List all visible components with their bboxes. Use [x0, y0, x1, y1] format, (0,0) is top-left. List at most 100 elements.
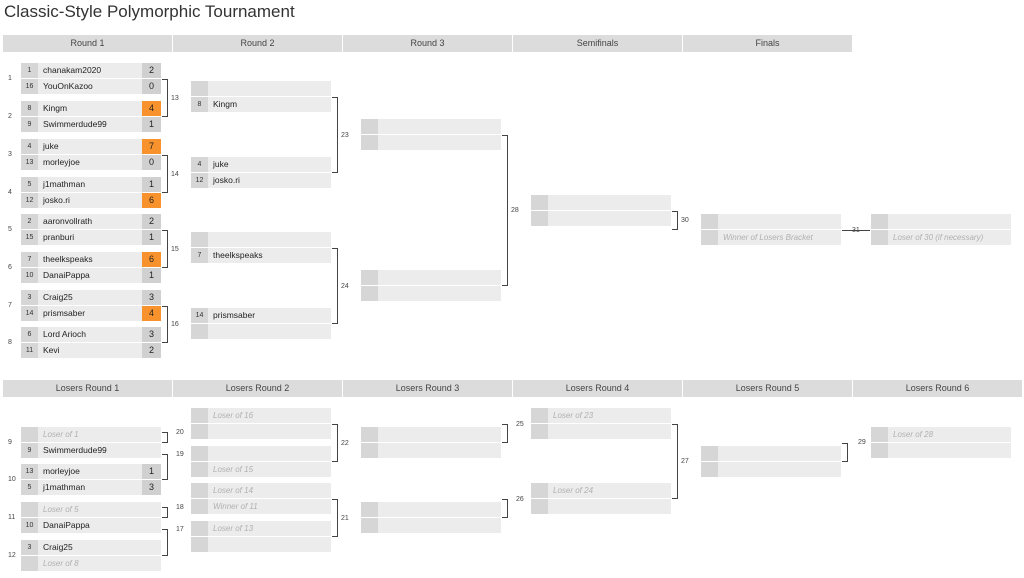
score-badge: 2: [142, 63, 161, 78]
w-semi-match-28-top[interactable]: [531, 195, 671, 210]
seed-badge: [191, 446, 208, 461]
seed-badge: 4: [191, 157, 208, 172]
l5-match-27-top[interactable]: [701, 446, 841, 461]
l1-match-11-top[interactable]: Loser of 5: [21, 502, 161, 517]
bracket-connector: [332, 247, 338, 324]
w3-match-23-bottom[interactable]: [361, 135, 501, 150]
match-number: 21: [341, 514, 349, 522]
l1-match-9-top[interactable]: Loser of 1: [21, 427, 161, 442]
seed-badge: 11: [21, 343, 38, 358]
w3-match-24-bottom[interactable]: [361, 286, 501, 301]
l2-match-20-top[interactable]: Loser of 16: [191, 408, 331, 423]
w-semi-match-28-bottom[interactable]: [531, 211, 671, 226]
l3-match-21-bottom[interactable]: [361, 518, 501, 533]
participant-name: theelkspeaks: [208, 248, 331, 263]
score-badge: 4: [142, 306, 161, 321]
l3-match-22-bottom[interactable]: [361, 443, 501, 458]
w3-match-24-top[interactable]: [361, 270, 501, 285]
l6-match-29-top[interactable]: Loser of 28: [871, 427, 1011, 442]
bracket-connector: [842, 229, 870, 231]
score-badge: 1: [142, 268, 161, 283]
participant-name: [888, 214, 1011, 229]
bracket-connector: [162, 431, 168, 443]
match-number: 28: [511, 207, 519, 214]
page-title: Classic-Style Polymorphic Tournament: [4, 2, 295, 21]
w-final-match-30-top[interactable]: [701, 214, 841, 229]
l3-match-21-top[interactable]: [361, 502, 501, 517]
l2-match-19-top[interactable]: [191, 446, 331, 461]
l4-match-26-bottom[interactable]: [531, 499, 671, 514]
seed-badge: 14: [21, 306, 38, 321]
seed-badge: [701, 214, 718, 229]
participant-name: theelkspeaks: [38, 252, 142, 267]
l1-match-12-bottom[interactable]: Loser of 8: [21, 556, 161, 571]
bracket-connector: [866, 229, 870, 231]
participant-name: Kingm: [208, 97, 331, 112]
score-badge: 7: [142, 139, 161, 154]
losers-round-header-6: Losers Round 6: [853, 380, 1023, 397]
seed-badge: 15: [21, 230, 38, 245]
l2-match-18-top[interactable]: Loser of 14: [191, 483, 331, 498]
l4-match-25-top[interactable]: Loser of 23: [531, 408, 671, 423]
seed-badge: 13: [21, 155, 38, 170]
w2-match-16-bottom[interactable]: [191, 324, 331, 339]
seed-badge: 9: [21, 117, 38, 132]
l4-match-26-top[interactable]: Loser of 24: [531, 483, 671, 498]
score-badge: 6: [142, 252, 161, 267]
participant-name: [208, 537, 331, 552]
participant-name: juke: [38, 139, 142, 154]
l4-match-25-bottom[interactable]: [531, 424, 671, 439]
seed-badge: [191, 537, 208, 552]
match-number: 23: [341, 131, 349, 139]
l5-match-27-bottom[interactable]: [701, 462, 841, 477]
w2-match-13-top[interactable]: [191, 81, 331, 96]
l6-match-29-bottom[interactable]: [871, 443, 1011, 458]
l2-match-17-bottom[interactable]: [191, 537, 331, 552]
w3-match-23-top[interactable]: [361, 119, 501, 134]
participant-name: Loser of 13: [208, 521, 331, 536]
l2-match-17-top[interactable]: Loser of 13: [191, 521, 331, 536]
participant-name: Loser of 23: [548, 408, 671, 423]
match-number: 18: [176, 503, 184, 511]
seed-badge: 13: [21, 464, 38, 479]
w-final-reset-match-31-top[interactable]: [871, 214, 1011, 229]
participant-name: Loser of 5: [38, 502, 161, 517]
w-final-match-30-bottom[interactable]: Winner of Losers Bracket: [701, 230, 841, 245]
w-final-reset-match-31-bottom[interactable]: Loser of 30 (if necessary): [871, 230, 1011, 245]
l2-match-19-bottom[interactable]: Loser of 15: [191, 462, 331, 477]
score-badge: 3: [142, 290, 161, 305]
l3-match-22-top[interactable]: [361, 427, 501, 442]
seed-badge: [191, 499, 208, 514]
seed-badge: [361, 119, 378, 134]
l2-match-18-bottom[interactable]: Winner of 11: [191, 499, 331, 514]
l2-match-20-bottom[interactable]: [191, 424, 331, 439]
w2-match-15-top[interactable]: [191, 232, 331, 247]
winners-round-header-5: Finals: [683, 35, 853, 52]
